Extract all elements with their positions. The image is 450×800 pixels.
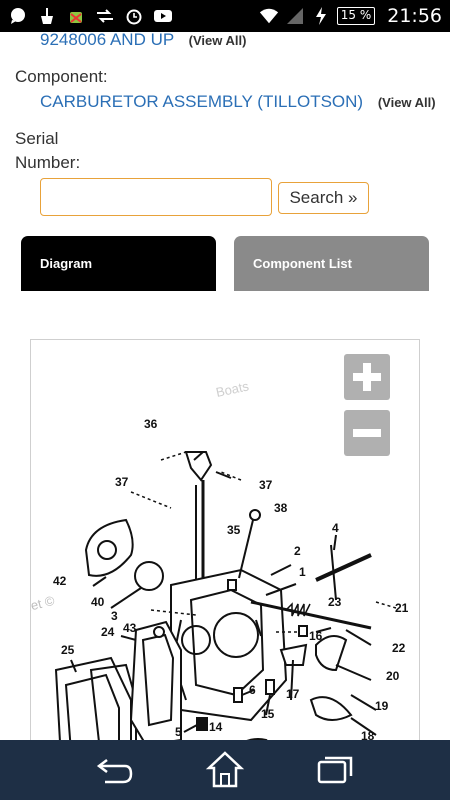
part-label-23[interactable]: 23	[328, 595, 342, 609]
part-label-19[interactable]: 19	[375, 699, 389, 713]
part-label-14[interactable]: 14	[209, 720, 223, 734]
model-row: 9248006 AND UP (View All)	[40, 32, 246, 50]
part-label-43[interactable]: 43	[123, 621, 137, 635]
part-label-3[interactable]: 3	[111, 609, 118, 623]
signal-icon	[285, 6, 305, 26]
chat-bubble-icon	[8, 6, 28, 26]
zoom-in-button[interactable]	[344, 354, 390, 400]
part-label-16[interactable]: 16	[309, 629, 323, 643]
part-label-1[interactable]: 1	[299, 565, 306, 579]
status-bar: 15 % 21:56	[0, 0, 450, 32]
component-link[interactable]: CARBURETOR ASSEMBLY (TILLOTSON)	[40, 92, 364, 111]
usb-transfer-icon	[95, 6, 115, 26]
part-label-40[interactable]: 40	[91, 595, 105, 609]
zoom-out-button[interactable]	[344, 410, 390, 456]
serial-number-input[interactable]	[40, 178, 272, 216]
alarm-clock-icon	[124, 6, 144, 26]
minus-icon	[353, 429, 381, 437]
part-label-15[interactable]: 15	[261, 707, 275, 721]
part-label-37a[interactable]: 37	[115, 475, 129, 489]
watermark-text-1: Boats	[215, 378, 251, 400]
tab-component-list-label: Component List	[253, 256, 352, 271]
plus-icon	[353, 363, 381, 391]
parts-diagram[interactable]: Boats net ©	[30, 339, 420, 740]
part-label-35[interactable]: 35	[227, 523, 241, 537]
cleaner-icon	[37, 6, 57, 26]
part-label-5[interactable]: 5	[175, 725, 182, 739]
back-button[interactable]	[93, 748, 137, 792]
clock: 21:56	[387, 5, 442, 27]
part-label-36[interactable]: 36	[144, 417, 158, 431]
part-label-20[interactable]: 20	[386, 669, 400, 683]
back-icon	[96, 759, 133, 784]
watermark-text-2: net ©	[31, 593, 56, 615]
home-button[interactable]	[203, 748, 247, 792]
tab-diagram[interactable]: Diagram	[21, 236, 216, 291]
part-label-21[interactable]: 21	[395, 601, 409, 615]
part-label-25[interactable]: 25	[61, 643, 75, 657]
component-label: Component:	[15, 67, 108, 86]
model-view-all-link[interactable]: (View All)	[188, 33, 247, 48]
android-debug-icon	[66, 6, 86, 26]
search-button[interactable]: Search »	[278, 182, 369, 214]
bottom-navigation-bar	[0, 740, 450, 800]
home-icon	[205, 751, 245, 788]
recent-apps-button[interactable]	[313, 748, 357, 792]
part-label-38[interactable]: 38	[274, 501, 288, 515]
part-label-42[interactable]: 42	[53, 574, 67, 588]
part-label-22[interactable]: 22	[392, 641, 406, 655]
tab-component-list[interactable]: Component List	[234, 236, 429, 291]
part-label-2[interactable]: 2	[294, 544, 301, 558]
part-label-24[interactable]: 24	[101, 625, 115, 639]
part-label-37b[interactable]: 37	[259, 478, 273, 492]
model-link[interactable]: 9248006 AND UP	[40, 32, 174, 49]
wifi-icon	[259, 6, 279, 26]
page-content: 9248006 AND UP (View All) Component: CAR…	[0, 32, 450, 740]
switch-windows-icon	[317, 756, 353, 784]
serial-label-line2: Number:	[15, 153, 81, 172]
youtube-icon	[153, 6, 173, 26]
carburetor-exploded-view: Boats net ©	[31, 378, 409, 740]
part-label-18[interactable]: 18	[361, 729, 375, 740]
serial-label-line1: Serial	[15, 129, 59, 148]
part-label-17[interactable]: 17	[286, 687, 300, 701]
part-number-labels: 36 37 37 38 35 4 2 1 42 40 3 24 43 23 21…	[53, 417, 409, 740]
tab-diagram-label: Diagram	[40, 256, 93, 271]
part-label-4[interactable]: 4	[332, 521, 339, 535]
component-row: CARBURETOR ASSEMBLY (TILLOTSON) (View Al…	[40, 92, 436, 112]
charging-bolt-icon	[311, 6, 331, 26]
battery-indicator: 15 %	[336, 7, 376, 25]
part-label-6[interactable]: 6	[249, 683, 256, 697]
component-view-all-link[interactable]: (View All)	[377, 95, 436, 110]
